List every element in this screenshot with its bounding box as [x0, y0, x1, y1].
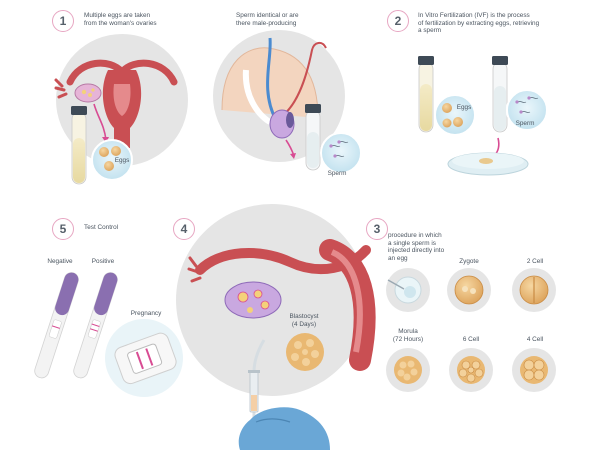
step-4-badge: 4 [173, 218, 195, 240]
eggs-magnifier [91, 139, 133, 181]
embryo-transfer-illustration [176, 204, 376, 430]
four-cell-label: 4 Cell [526, 336, 544, 343]
positive-test-stick [73, 272, 118, 379]
step-3-badge: 3 [366, 218, 388, 240]
step-3-line-1: procedure in which [388, 232, 442, 239]
negative-label: Negative [47, 258, 73, 265]
step-2-description: In Vitro Fertilization (IVF) is the proc… [418, 12, 588, 35]
morula-label: Morula (72 Hours) [388, 328, 428, 343]
step-1-line-1: Multiple eggs are taken [84, 12, 151, 19]
negative-test-stick [34, 272, 79, 379]
step-2-line-1: In Vitro Fertilization (IVF) is the proc… [418, 12, 530, 19]
ivf-sperm-tube [492, 56, 508, 133]
male-description: Sperm identical or are there male-produc… [236, 12, 346, 27]
syringe [248, 370, 260, 413]
step-2-line-2: of fertilization by extracting eggs, ret… [418, 19, 540, 27]
morula-label-line-1: Morula [398, 328, 418, 335]
eggs-label-2: Eggs [456, 104, 472, 111]
egg-test-tube [71, 106, 87, 185]
blastocyst-label-line-2: (4 Days) [291, 320, 317, 328]
zygote-label: Zygote [459, 258, 479, 265]
icsi-cell [386, 268, 430, 312]
sperm-label-2: Sperm [515, 120, 535, 127]
morula-label-line-2: (72 Hours) [392, 335, 424, 343]
step-5-description: Test Control [84, 224, 119, 231]
pregnancy-magnifier [103, 317, 185, 399]
step-1-description: Multiple eggs are taken from the woman's… [84, 12, 204, 27]
step-3-line-4: an egg [388, 254, 408, 262]
ivf-egg-tube [418, 56, 434, 133]
petri-dish [447, 152, 529, 176]
blastocyst-label: Blastocyst (4 Days) [282, 313, 326, 328]
two-cell-label: 2 Cell [526, 258, 544, 265]
step-5-badge: 5 [52, 218, 74, 240]
step-3-line-3: injected directly into [388, 247, 445, 255]
male-line-2: there male-producing [236, 19, 297, 27]
ivf-eggs-magnifier [434, 94, 476, 136]
pregnancy-label: Pregnancy [130, 310, 162, 317]
step-1-line-2: from the woman's ovaries [84, 19, 157, 27]
six-cell-label: 6 Cell [462, 336, 480, 343]
step-3-line-2: a single sperm is [388, 239, 436, 247]
uterus-illustration [54, 34, 188, 166]
four-cell-cell [512, 348, 556, 392]
step-2-line-3: a sperm [418, 27, 442, 35]
sperm-test-tube-1 [305, 104, 321, 171]
step-3-description: procedure in which a single sperm is inj… [388, 232, 468, 262]
eggs-label-1: Eggs [114, 157, 130, 164]
sperm-label-1: Sperm [327, 170, 347, 177]
step-1-badge: 1 [52, 10, 74, 32]
zygote-cell [447, 268, 491, 312]
sperm-magnifier-1 [320, 132, 362, 174]
positive-label: Positive [91, 258, 115, 265]
six-cell-cell [449, 348, 493, 392]
morula-cell [386, 348, 430, 392]
two-cell-cell [512, 268, 556, 312]
gloved-hand [238, 407, 330, 450]
male-line-1: Sperm identical or are [236, 12, 299, 19]
blastocyst-label-line-1: Blastocyst [289, 313, 319, 320]
ivf-sperm-magnifier [506, 89, 548, 131]
step-2-badge: 2 [387, 10, 409, 32]
